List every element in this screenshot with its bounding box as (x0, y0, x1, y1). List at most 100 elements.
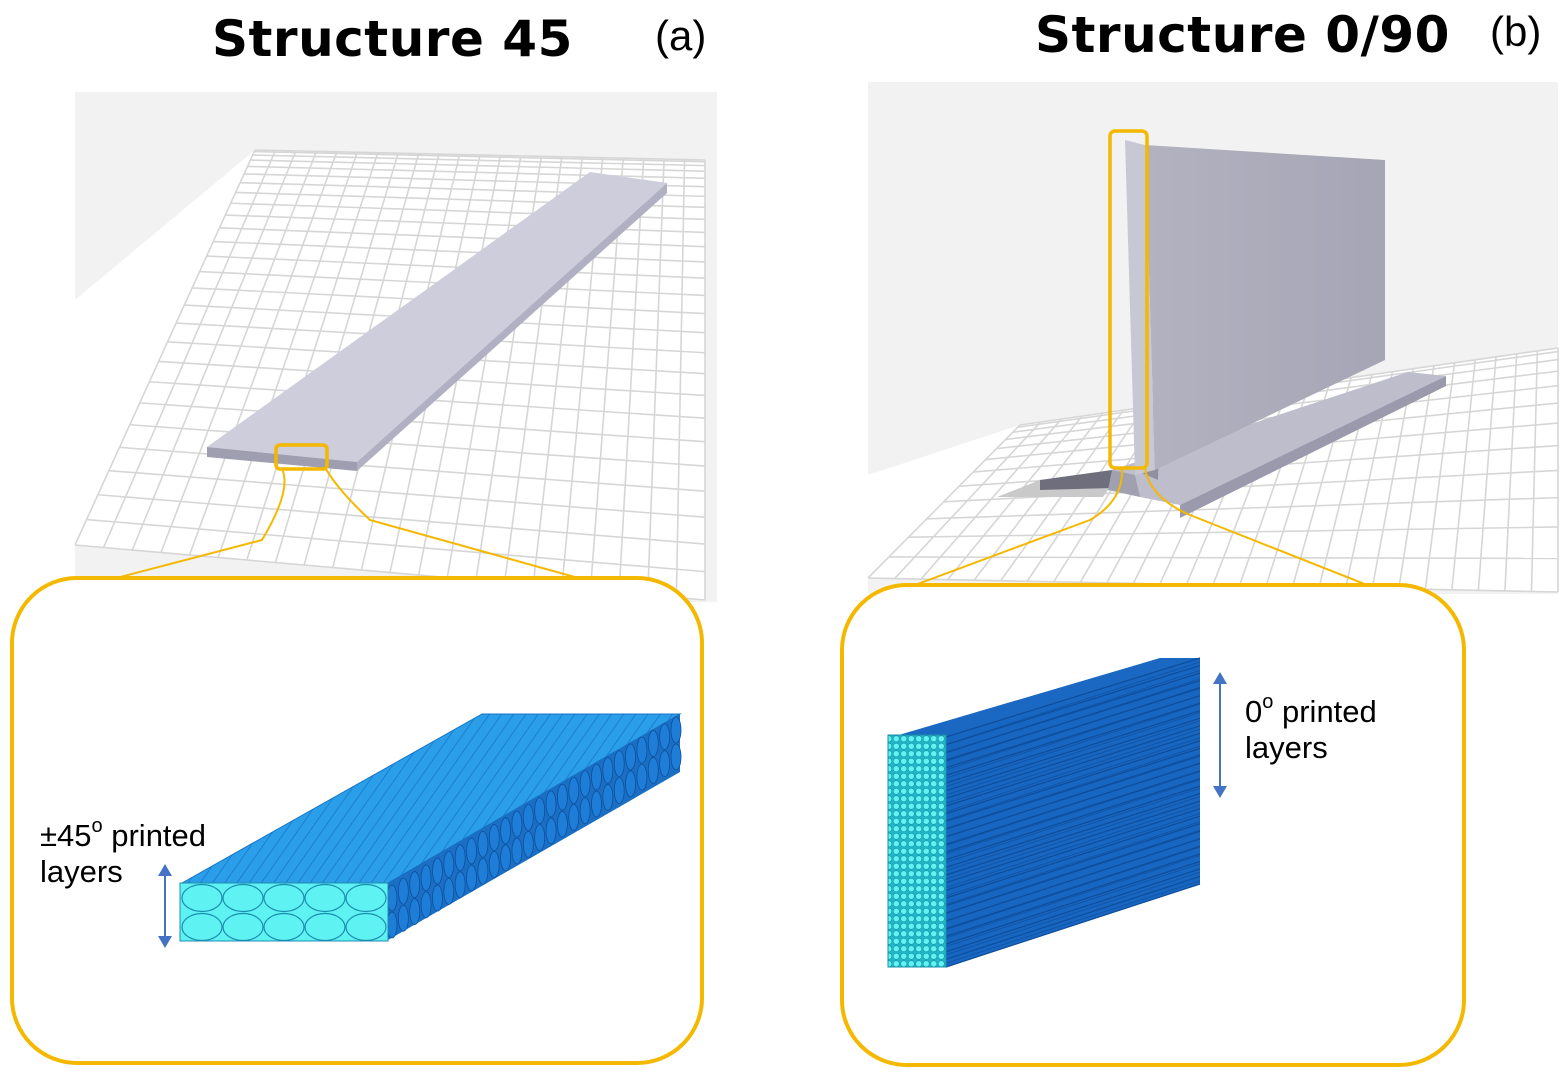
annotation-b-degree: 0 (1245, 694, 1263, 729)
annotation-b-line2: layers (1245, 730, 1328, 765)
fiber-side (636, 736, 648, 764)
grid-line (254, 149, 706, 161)
layer-line (945, 785, 1201, 868)
grid-line (926, 496, 1559, 520)
fiber-cross-section (263, 912, 305, 942)
annotation-b-line1: printed (1273, 694, 1377, 729)
grid-line (74, 149, 256, 546)
fiber-side (443, 878, 455, 905)
layer-line (945, 680, 1201, 761)
layer-line (945, 808, 1201, 891)
laminate-0-model (887, 657, 1201, 968)
fiber-side (466, 864, 477, 892)
layer-line (945, 672, 1201, 753)
panel-b (840, 82, 1559, 1067)
fiber-side (522, 830, 534, 858)
fiber-side (477, 830, 489, 858)
annotation-b-degree-mark: o (1262, 691, 1274, 713)
fiber-side (557, 810, 568, 838)
layer-line (945, 770, 1201, 853)
fiber-side (568, 777, 580, 804)
fiber-side (579, 797, 591, 825)
grid-line (97, 493, 706, 545)
grid-line (219, 227, 706, 248)
fiber-side (409, 898, 421, 925)
fiber-side (591, 790, 602, 818)
panel-b-letter: (b) (1490, 8, 1542, 55)
fiber-side (534, 797, 546, 825)
layer-line (945, 793, 1201, 876)
fiber-side (488, 824, 500, 851)
fiber-side (534, 824, 546, 852)
layer-line (945, 710, 1201, 792)
fiber-cross-section (222, 912, 264, 942)
layer-line (945, 740, 1201, 822)
fiber-side (557, 783, 568, 811)
fiber-side (625, 743, 636, 771)
fiber-cross-section (222, 883, 264, 913)
fiber-side (500, 817, 512, 845)
layer-line (945, 853, 1201, 937)
annotation-a-degree-mark: o (91, 815, 103, 837)
fiber-cross-section (304, 883, 346, 913)
layer-line (945, 695, 1201, 776)
panel-b-title: Structure 0/90 (1035, 6, 1450, 64)
fiber-side (659, 750, 671, 778)
fiber-side (420, 891, 432, 919)
fiber-side (397, 877, 409, 905)
annotation-a-line1: printed (102, 818, 207, 853)
layer-line (945, 868, 1201, 953)
fiber-cross-section (345, 883, 387, 913)
layer-line (945, 845, 1201, 930)
layer-line (945, 860, 1201, 945)
fiber-side (545, 817, 557, 845)
layer-line (945, 762, 1201, 845)
t-section-part (997, 140, 1446, 518)
layer-line (945, 838, 1201, 922)
panel-a-title: Structure 45 (212, 10, 573, 68)
annotation-a-degree: ±45 (40, 818, 92, 853)
layer-line (945, 800, 1201, 884)
layer-line (945, 687, 1201, 769)
layer-line (945, 717, 1201, 799)
fiber-cross-section (181, 883, 223, 913)
layer-line (945, 747, 1201, 830)
highlight-box-a (274, 443, 329, 471)
layer-line (945, 883, 1201, 968)
fiber-cross-section (304, 912, 346, 942)
laminate-45-model (179, 713, 682, 942)
fiber-side (625, 770, 636, 798)
fiber-side (579, 770, 591, 798)
fiber-side (466, 837, 477, 865)
grid-line (206, 255, 706, 279)
layer-line (945, 815, 1201, 899)
fiber-side (522, 803, 534, 831)
fiber-side (432, 857, 443, 885)
fiber-cross-section (263, 883, 305, 913)
grid-line (646, 159, 665, 596)
layer-line (945, 777, 1201, 861)
fiber-side (443, 851, 455, 878)
fiber-side (647, 730, 659, 757)
leader-lines-b (879, 467, 1401, 599)
fiber-side (670, 716, 682, 744)
fiber-side (488, 851, 500, 878)
fiber-side (511, 810, 523, 838)
fiber-side (613, 777, 625, 804)
laminate-front-fibers (181, 883, 387, 942)
fiber-side (659, 723, 671, 751)
grid-line (675, 159, 686, 598)
annotation-a-line2: layers (40, 854, 123, 889)
fiber-side (568, 804, 580, 831)
fiber-side (409, 871, 421, 898)
grid-line (86, 518, 706, 573)
panel-a-letter: (a) (655, 12, 707, 59)
layer-line (945, 755, 1201, 838)
fiber-side (454, 844, 466, 872)
thickness-arrow-b (1213, 672, 1227, 798)
grid-line (129, 423, 706, 467)
grid-line (247, 165, 706, 180)
thickness-arrow-a (158, 864, 172, 948)
grid-line (250, 159, 706, 172)
